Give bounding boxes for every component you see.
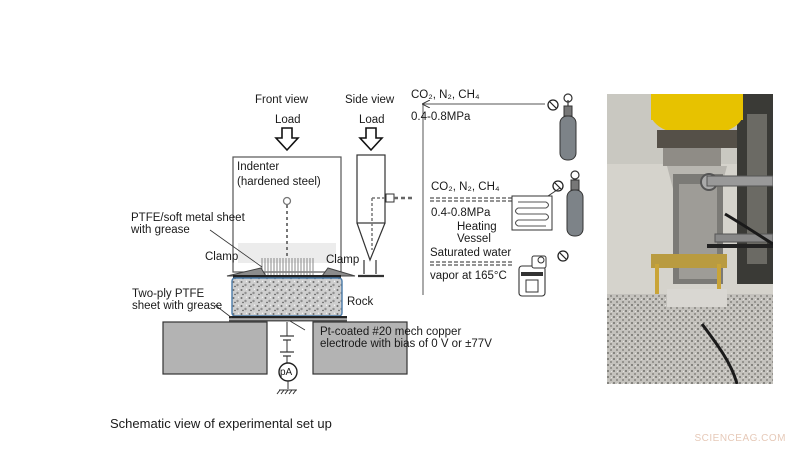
- electrode-bias-label: electrode with bias of 0 V or ±77V: [320, 338, 492, 350]
- pressure-top-label: 0.4-0.8MPa: [411, 111, 471, 123]
- clamp-right-shape: [321, 267, 356, 277]
- pressure-middle-label: 0.4-0.8MPa: [431, 207, 491, 219]
- ground-symbol: [276, 389, 297, 395]
- rock-sample: [231, 277, 343, 317]
- two-ply-ptfe-grease-label: sheet with grease: [132, 300, 223, 312]
- side-view-body: [356, 154, 386, 224]
- gauge-icon-top: [547, 99, 559, 111]
- base-block-left: [162, 321, 268, 375]
- water-vessel: [518, 255, 547, 297]
- gas-cylinder-top: [559, 93, 577, 161]
- saturated-water-label: Saturated water: [430, 247, 512, 259]
- picoammeter-label: pA: [280, 367, 293, 378]
- indenter-frame: [232, 156, 342, 273]
- watermark: SCIENCEAG.COM: [694, 433, 786, 444]
- front-view-label: Front view: [255, 94, 309, 106]
- vapor-temperature-label: vapor at 165°C: [430, 270, 507, 282]
- gas-middle-label: CO₂, N₂, CH₄: [431, 181, 500, 193]
- clamp-left-label: Clamp: [205, 251, 239, 263]
- apparatus-photo: [607, 94, 773, 384]
- indenter-teeth: [261, 258, 314, 275]
- clamp-right-label: Clamp: [326, 254, 360, 266]
- heating-vessel: [511, 187, 561, 231]
- rock-label: Rock: [347, 296, 374, 308]
- two-ply-ptfe-label: Two-ply PTFE: [132, 288, 205, 300]
- figure-caption: Schematic view of experimental set up: [110, 416, 332, 431]
- gas-cylinder-middle: [566, 170, 584, 237]
- gas-top-label: CO₂, N₂, CH₄: [411, 89, 480, 101]
- electrode-label: Pt-coated #20 mech copper: [320, 326, 462, 338]
- ptfe-soft-sheet-grease-label: with grease: [131, 224, 190, 236]
- ptfe-soft-sheet-label: PTFE/soft metal sheet: [131, 212, 245, 224]
- gauge-icon-bottom: [557, 250, 569, 262]
- load-arrow-front: [274, 127, 300, 152]
- load-side-label: Load: [359, 114, 385, 126]
- base-block-right: [312, 321, 408, 375]
- side-view-label: Side view: [345, 94, 395, 106]
- indenter-material-label: (hardened steel): [237, 176, 321, 188]
- load-arrow-side: [358, 127, 384, 152]
- heating-vessel-label: Heating: [457, 221, 497, 233]
- load-front-label: Load: [275, 114, 301, 126]
- heating-vessel-label-2: Vessel: [457, 233, 491, 245]
- indenter-marker: [282, 196, 292, 206]
- indenter-label: Indenter: [237, 161, 280, 173]
